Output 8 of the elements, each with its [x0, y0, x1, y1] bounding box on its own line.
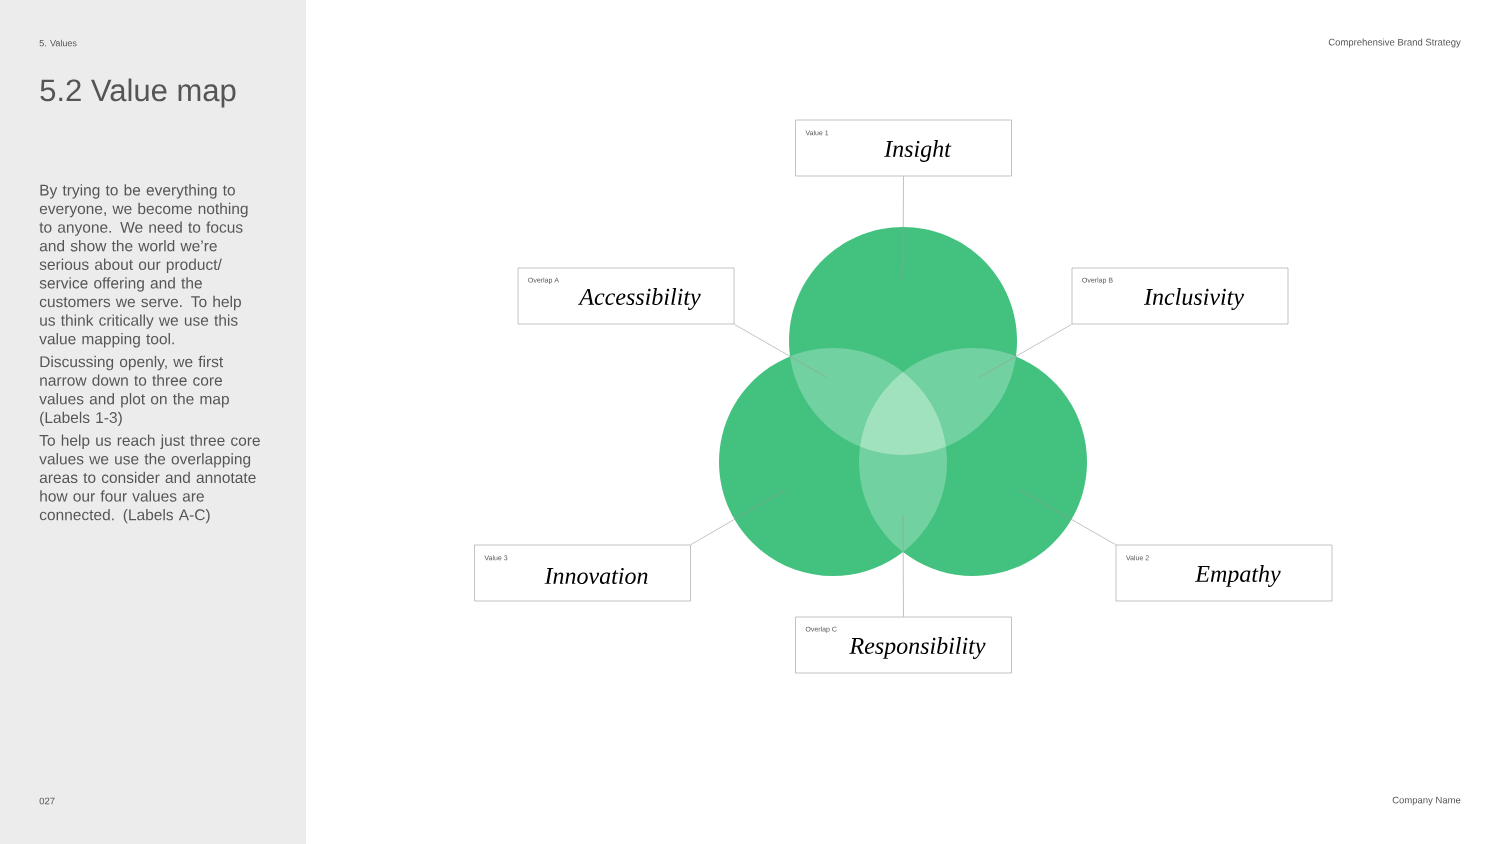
- footer-text: Company Name: [1392, 796, 1461, 806]
- page-title: 5.2 Value map: [40, 78, 236, 108]
- body-paragraph: To help us reach just three core values we use the overlapping areas to consider and annotate how our four values are connected. (Labels A-C): [39, 434, 260, 524]
- section-label: 5. Values: [39, 39, 77, 47]
- body-paragraph: By trying to be everything to everyone, we become nothing to anyone. We need to focus and show the world we’re serious about our product/ service offering and the customers we serve. To help us think critically we use this value mapping tool.: [39, 184, 248, 348]
- body-paragraph: Discussing openly, we first narrow down to three core values and plot on the map (Labels 1-3): [39, 355, 229, 427]
- header-text: Comprehensive Brand Strategy: [1328, 38, 1461, 48]
- page-number: 027: [39, 797, 55, 805]
